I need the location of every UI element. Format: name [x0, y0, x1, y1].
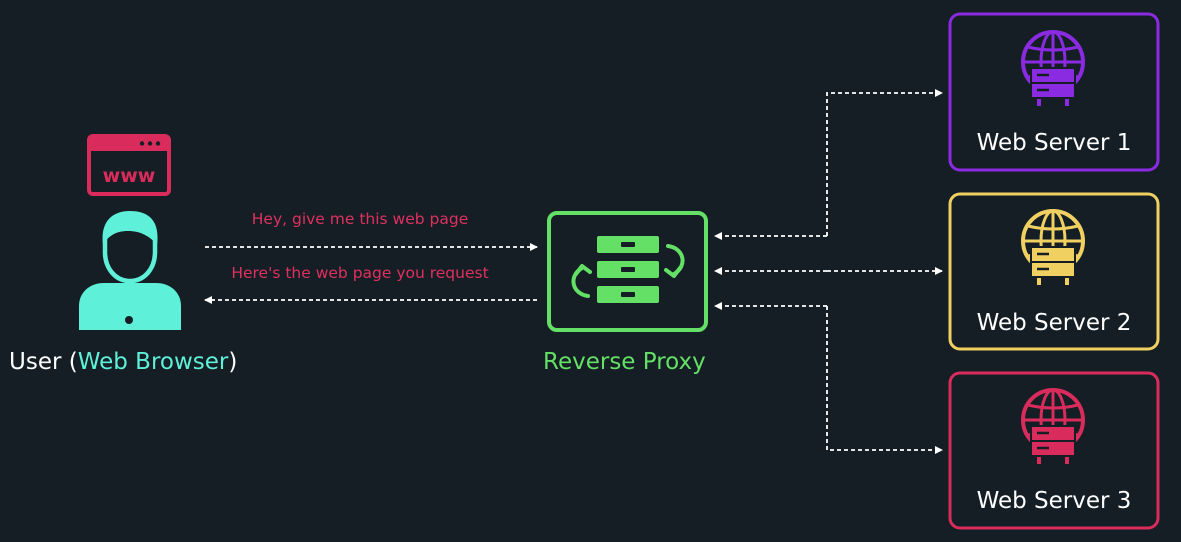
web-server-globe-icon: [1021, 30, 1085, 106]
browser-www-text: www: [103, 165, 156, 187]
user-label-highlight: Web Browser: [77, 349, 229, 375]
reverse-proxy-icon: [547, 211, 708, 332]
web-server-2-box: [948, 192, 1160, 351]
browser-window-icon: www: [87, 134, 171, 196]
web-server-3-box: [948, 371, 1160, 530]
web-server-2-label: Web Server 2: [976, 310, 1132, 336]
web-server-1-box: [948, 12, 1160, 172]
web-server-3-label: Web Server 3: [976, 488, 1132, 514]
web-server-1-label: Web Server 1: [976, 130, 1132, 156]
user-label-suffix: ): [228, 349, 238, 375]
web-server-globe-icon: [1021, 209, 1085, 285]
user-label-prefix: User (: [9, 349, 78, 375]
user-icon: [79, 211, 181, 330]
reverse-proxy-label: Reverse Proxy: [543, 349, 706, 375]
proxy-server3-connector: [714, 302, 943, 454]
response-message: Here's the web page you request: [231, 264, 489, 282]
request-message: Hey, give me this web page: [251, 210, 469, 228]
user-label: User (Web Browser): [9, 351, 237, 374]
web-server-globe-icon: [1021, 388, 1085, 464]
proxy-server1-connector: [714, 89, 943, 240]
